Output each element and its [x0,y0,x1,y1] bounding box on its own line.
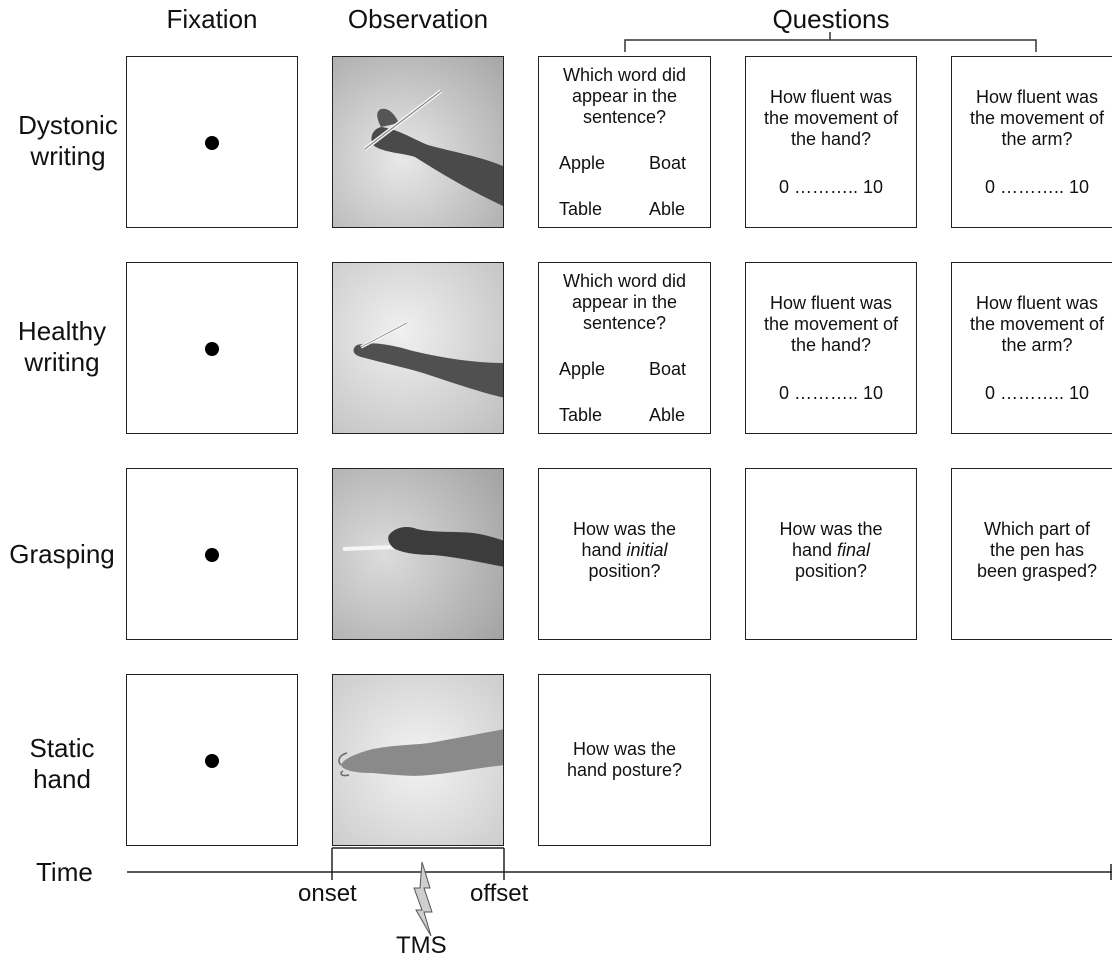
grasp-initial-text: How was the hand initial position? [572,519,677,581]
observation-photo-grasping [332,468,504,640]
header-fixation: Fixation [166,4,258,34]
row-label-grasping: Grasping [9,539,115,569]
observation-photo-healthy-writing [332,262,504,434]
grasp-final-box: How was the hand final position? [745,468,917,640]
option-apple: Apple [559,153,606,173]
fixation-dot [205,754,219,768]
grasping-image [333,469,503,639]
fixation-box-static [126,674,298,846]
tms-label: TMS [396,932,447,959]
option-table: Table [559,199,603,219]
offset-label: offset [470,880,529,907]
timeline-axis [127,847,1112,937]
observation-photo-dystonic-writing [332,56,504,228]
static-hand-image [333,675,503,845]
option-able: Able [649,199,686,219]
fixation-dot [205,342,219,356]
hand-fluency-scale: 0 ……….. 10 [778,177,884,197]
onset-label: onset [298,880,357,907]
dystonic-writing-image [333,57,503,227]
option-table: Table [559,405,603,425]
questions-bracket [624,32,1037,52]
option-boat: Boat [649,359,687,379]
fixation-box-dystonic [126,56,298,228]
hand-fluency-scale: 0 ……….. 10 [778,383,884,403]
grasp-final-text: How was the hand final position? [779,519,883,581]
grasp-initial-box: How was the hand initial position? [538,468,711,640]
observation-photo-static-hand [332,674,504,846]
option-apple: Apple [559,359,606,379]
option-able: Able [649,405,686,425]
option-boat: Boat [649,153,687,173]
header-questions: Questions [772,4,890,34]
header-observation: Observation [347,4,489,34]
arm-fluency-scale: 0 ……….. 10 [984,383,1090,403]
fixation-box-grasping [126,468,298,640]
healthy-writing-image [333,263,503,433]
fixation-dot [205,548,219,562]
tms-bolt-icon [413,861,433,937]
arm-fluency-scale: 0 ……….. 10 [984,177,1090,197]
fixation-box-healthy [126,262,298,434]
fixation-dot [205,136,219,150]
timeline-label: Time [36,857,93,887]
